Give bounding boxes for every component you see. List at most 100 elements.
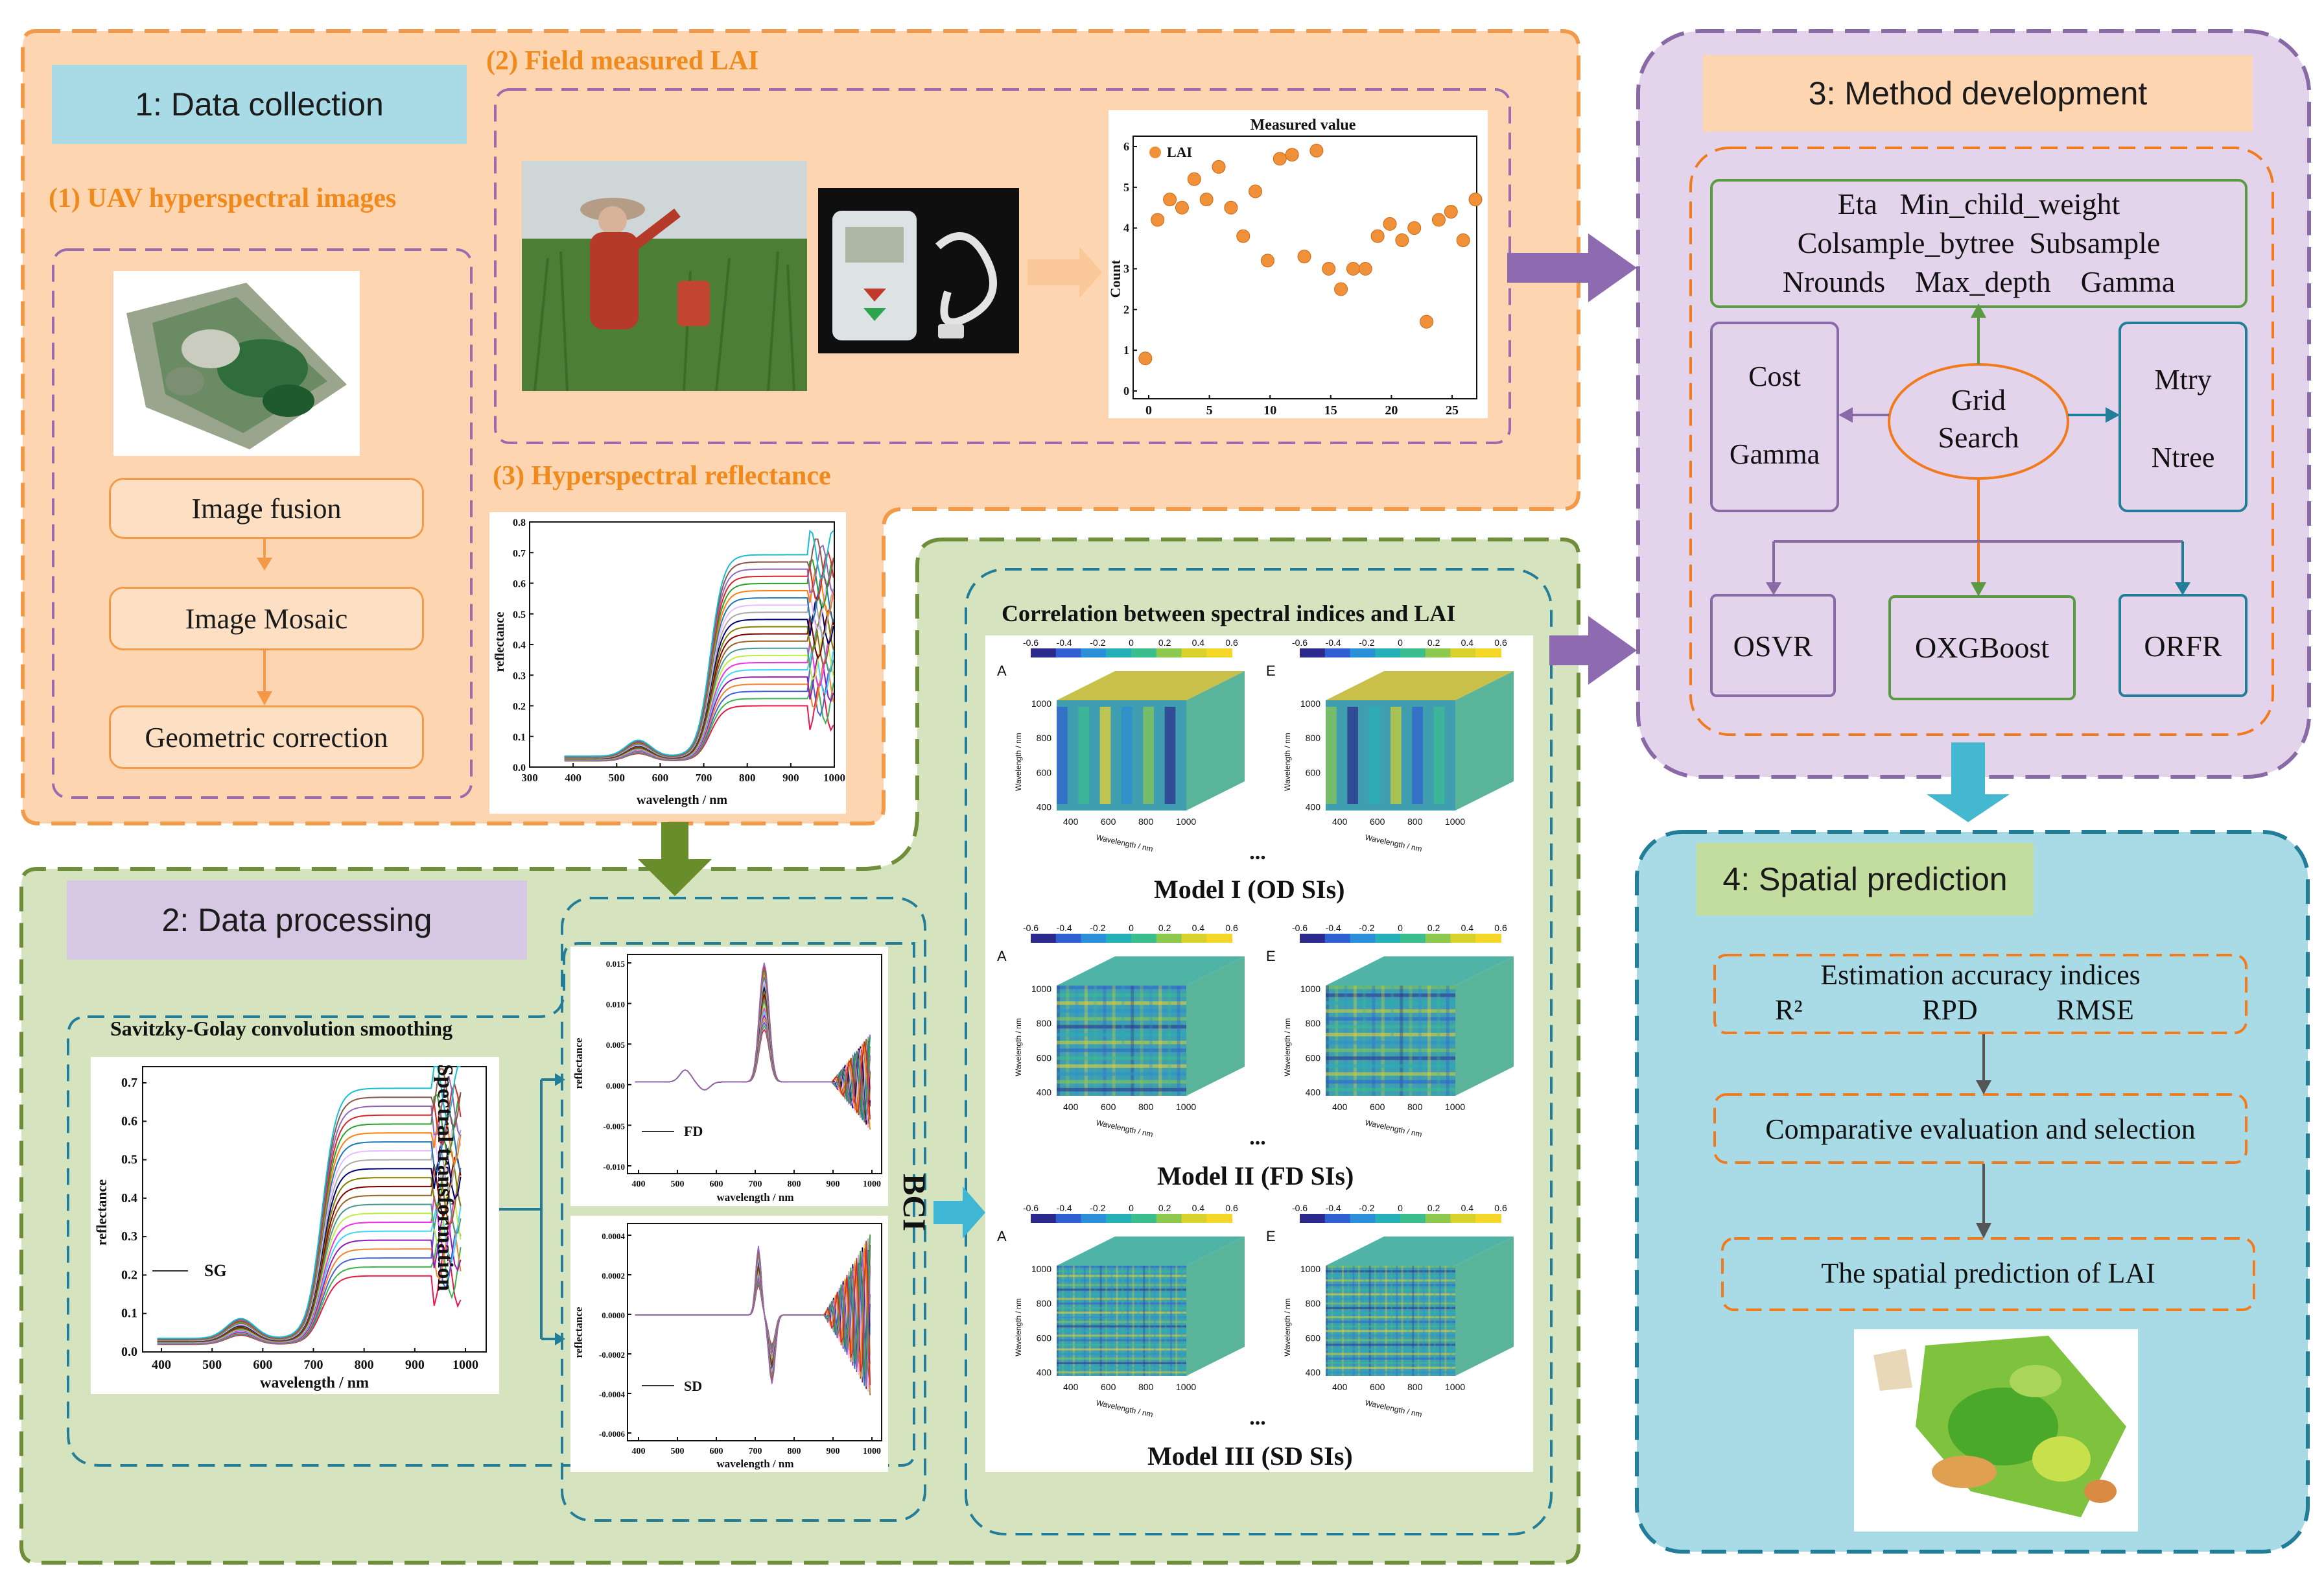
cube-y-tick: 400 xyxy=(1037,1087,1052,1097)
cube-stripe xyxy=(1057,1293,1186,1296)
y-tick-label: 0.015 xyxy=(606,959,626,969)
cube-side-face xyxy=(1186,1237,1245,1376)
colorbar-segment xyxy=(1300,1214,1326,1223)
cube-stripe xyxy=(1407,1266,1409,1376)
cube-y-tick: 600 xyxy=(1037,767,1052,777)
cube-stripe xyxy=(1121,707,1133,804)
cube-stripe xyxy=(1057,1001,1186,1005)
cube-top-face xyxy=(1057,1237,1245,1266)
colorbar-tick: 0.4 xyxy=(1461,637,1474,648)
lai-point xyxy=(1322,262,1336,276)
colorbar-tick: -0.6 xyxy=(1023,923,1039,933)
oxgboost-label: OXGBoost xyxy=(1914,631,2050,664)
cube-x-tick: 600 xyxy=(1101,1382,1116,1392)
lai-point xyxy=(1383,217,1397,231)
derivative-line xyxy=(635,966,871,1120)
cube-stripe xyxy=(1057,707,1068,804)
uav-hyperspectral-image xyxy=(113,271,360,456)
param-line-2: Colsample_bytree Subsample xyxy=(1797,226,2161,259)
cube-stripe xyxy=(1326,1080,1455,1084)
colorbar-tick: -0.6 xyxy=(1292,1203,1308,1213)
cube-x-tick: 1000 xyxy=(1445,1382,1465,1392)
colorbar-segment xyxy=(1156,1214,1182,1223)
cube-x-tick: 800 xyxy=(1407,1382,1423,1392)
cube-stripe xyxy=(1326,1048,1455,1052)
colorbar-tick: 0.2 xyxy=(1158,1203,1171,1213)
cube-stripe xyxy=(1143,1266,1145,1376)
cube-stripe xyxy=(1326,1032,1455,1037)
spectrum-line xyxy=(564,529,834,757)
x-tick-label: 10 xyxy=(1263,403,1276,418)
colorbar-segment xyxy=(1350,1214,1376,1223)
cube-axis-label: Wavelength / nm xyxy=(1014,733,1023,791)
panel-letter: E xyxy=(1266,1228,1276,1244)
derivative-line xyxy=(635,1246,871,1387)
uav-dashed-box xyxy=(52,248,473,799)
cube-stripe xyxy=(1057,1288,1186,1291)
sg-ylabel: reflectance xyxy=(93,1179,110,1246)
cube-stripe xyxy=(1446,986,1450,1096)
colorbar-tick: -0.6 xyxy=(1023,637,1039,648)
x-tick-label: 300 xyxy=(521,772,538,784)
refl-ylabel: reflectance xyxy=(493,611,507,672)
x-tick-label: 400 xyxy=(632,1447,646,1456)
cube-x-tick: 800 xyxy=(1407,816,1423,827)
section1-title: 1: Data collection xyxy=(52,65,467,144)
cube-stripe xyxy=(1401,1266,1403,1376)
colorbar-tick: -0.2 xyxy=(1090,637,1105,648)
colorbar-tick: 0 xyxy=(1129,637,1134,648)
cube-stripe xyxy=(1326,1343,1455,1346)
x-tick-label: 600 xyxy=(710,1447,723,1456)
measured-chart-title: Measured value xyxy=(1250,117,1356,134)
colorbar-segment xyxy=(1181,648,1208,657)
arrow-bci xyxy=(933,1187,985,1238)
lai-point xyxy=(1199,193,1214,207)
x-tick-label: 800 xyxy=(788,1179,801,1189)
cube-x-tick: 400 xyxy=(1063,1102,1079,1112)
cube-stripe xyxy=(1417,1266,1420,1376)
cube-stripe xyxy=(1326,1275,1455,1277)
cube-top-face xyxy=(1326,956,1514,986)
cube-stripe xyxy=(1326,1339,1455,1342)
lai-point xyxy=(1420,314,1434,329)
colorbar-segment xyxy=(1450,648,1477,657)
cube-stripe xyxy=(1057,1072,1186,1076)
legend-marker xyxy=(1149,147,1161,158)
cube-top-face xyxy=(1057,671,1245,700)
colorbar-segment xyxy=(1031,1214,1057,1223)
fd-xlabel: wavelength / nm xyxy=(717,1191,794,1203)
field-heading: (2) Field measured LAI xyxy=(486,46,759,76)
y-tick-label: 0.2 xyxy=(121,1268,137,1282)
colorbar-segment xyxy=(1300,648,1326,657)
cube-x-tick: 1000 xyxy=(1176,1102,1196,1112)
grid-label: Grid xyxy=(1951,383,2006,416)
cube-stripe xyxy=(1164,707,1176,804)
colorbar-segment xyxy=(1055,934,1082,943)
y-tick-label: 0.005 xyxy=(606,1040,626,1050)
cube-axis-label: Wavelength / nm xyxy=(1283,733,1292,791)
colorbar-tick: -0.6 xyxy=(1292,923,1308,933)
y-tick-label: 2 xyxy=(1123,303,1129,316)
y-tick-label: 0.3 xyxy=(121,1229,137,1244)
x-tick-label: 700 xyxy=(696,772,712,784)
derivative-line xyxy=(635,999,871,1123)
colorbar-tick: 0.2 xyxy=(1427,637,1440,648)
y-tick-label: 4 xyxy=(1123,222,1129,235)
cube-stripe xyxy=(1057,1357,1186,1360)
cube-stripe xyxy=(1170,1266,1172,1376)
x-tick-label: 800 xyxy=(355,1358,374,1372)
colorbar-segment xyxy=(1450,1214,1477,1223)
cube-y-tick: 800 xyxy=(1037,733,1052,743)
ellipsis: ... xyxy=(1249,1126,1266,1150)
model-i-label: Model I (OD SIs) xyxy=(1154,875,1345,904)
cube-stripe xyxy=(1326,1072,1455,1076)
y-tick-label: 0.5 xyxy=(121,1153,137,1167)
cube-x-tick: 1000 xyxy=(1445,816,1465,827)
cube-stripe xyxy=(1057,1339,1186,1342)
cube-stripe xyxy=(1057,1048,1186,1052)
x-tick-label: 400 xyxy=(152,1358,171,1372)
cube-stripe xyxy=(1326,1270,1455,1273)
y-tick-label: -0.0002 xyxy=(599,1350,625,1360)
arrow-to-method-2 xyxy=(1549,616,1637,685)
